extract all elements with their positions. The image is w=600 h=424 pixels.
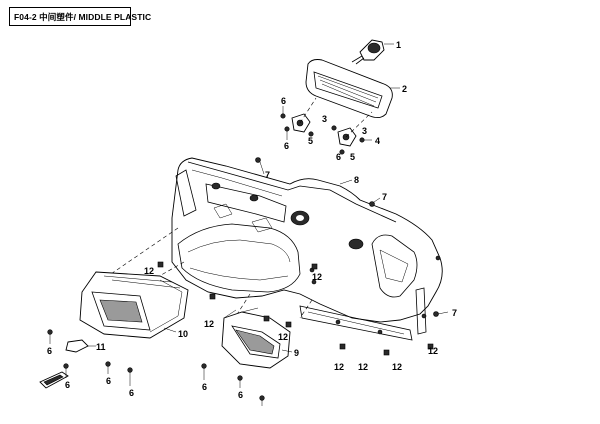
leader-9 xyxy=(281,349,293,353)
leader-dash-2 xyxy=(141,261,185,287)
callout-12-b: 12 xyxy=(312,272,322,282)
callout-6-right: 6 xyxy=(336,152,341,162)
callout-6-top: 6 xyxy=(281,96,286,106)
diagram-title-box: F04-2 中间塑件/ MIDDLE PLASTIC xyxy=(9,7,151,26)
callout-1: 1 xyxy=(396,40,401,50)
part-9-duct xyxy=(221,307,291,369)
callout-7-right: 7 xyxy=(382,192,387,202)
diagram-title: F04-2 中间塑件/ MIDDLE PLASTIC xyxy=(14,12,152,22)
screw-7-lower xyxy=(433,311,449,317)
callout-7-top: 7 xyxy=(265,170,270,180)
callout-11: 11 xyxy=(96,342,106,352)
callout-2: 2 xyxy=(402,84,407,94)
callout-6-a: 6 xyxy=(47,346,52,356)
callout-7-lower: 7 xyxy=(452,308,457,318)
callout-8: 8 xyxy=(354,175,359,185)
callout-12-h: 12 xyxy=(428,346,438,356)
callout-3-right: 3 xyxy=(362,126,367,136)
badge-part xyxy=(39,371,69,389)
callout-12-g: 12 xyxy=(392,362,402,372)
part-11-clip xyxy=(65,339,96,353)
callout-12-c: 12 xyxy=(204,319,214,329)
fastener-12-clips xyxy=(157,261,434,356)
leader-dash-4 xyxy=(299,299,313,319)
callout-6-c: 6 xyxy=(106,376,111,386)
callout-6-left: 6 xyxy=(284,141,289,151)
part-1-knob xyxy=(351,39,385,65)
callout-12-e: 12 xyxy=(334,362,344,372)
callout-12-f: 12 xyxy=(358,362,368,372)
callout-4: 4 xyxy=(375,136,380,146)
callout-6-e: 6 xyxy=(202,382,207,392)
callout-3-left: 3 xyxy=(322,114,327,124)
callout-6-f: 6 xyxy=(238,390,243,400)
fastener-6-screws xyxy=(47,329,265,406)
leader-dash-1 xyxy=(107,227,179,277)
leader-8 xyxy=(339,179,353,185)
callout-12-a: 12 xyxy=(144,266,154,276)
screw-7-right xyxy=(369,197,381,207)
leader-dash-3 xyxy=(235,293,251,317)
leader-10 xyxy=(163,327,177,333)
callout-6-b: 6 xyxy=(65,380,70,390)
bracket-right-group xyxy=(331,111,373,155)
part-8-middle-plastic xyxy=(171,157,443,341)
callout-12-d: 12 xyxy=(278,332,288,342)
callout-6-d: 6 xyxy=(129,388,134,398)
callout-9: 9 xyxy=(294,348,299,358)
callout-5-right: 5 xyxy=(350,152,355,162)
callout-5-left: 5 xyxy=(308,136,313,146)
part-2-bezel xyxy=(305,59,393,119)
callout-10: 10 xyxy=(178,329,188,339)
part-10-left-cover xyxy=(79,271,189,339)
screw-7-top xyxy=(255,157,265,175)
bracket-left-group xyxy=(280,97,317,140)
